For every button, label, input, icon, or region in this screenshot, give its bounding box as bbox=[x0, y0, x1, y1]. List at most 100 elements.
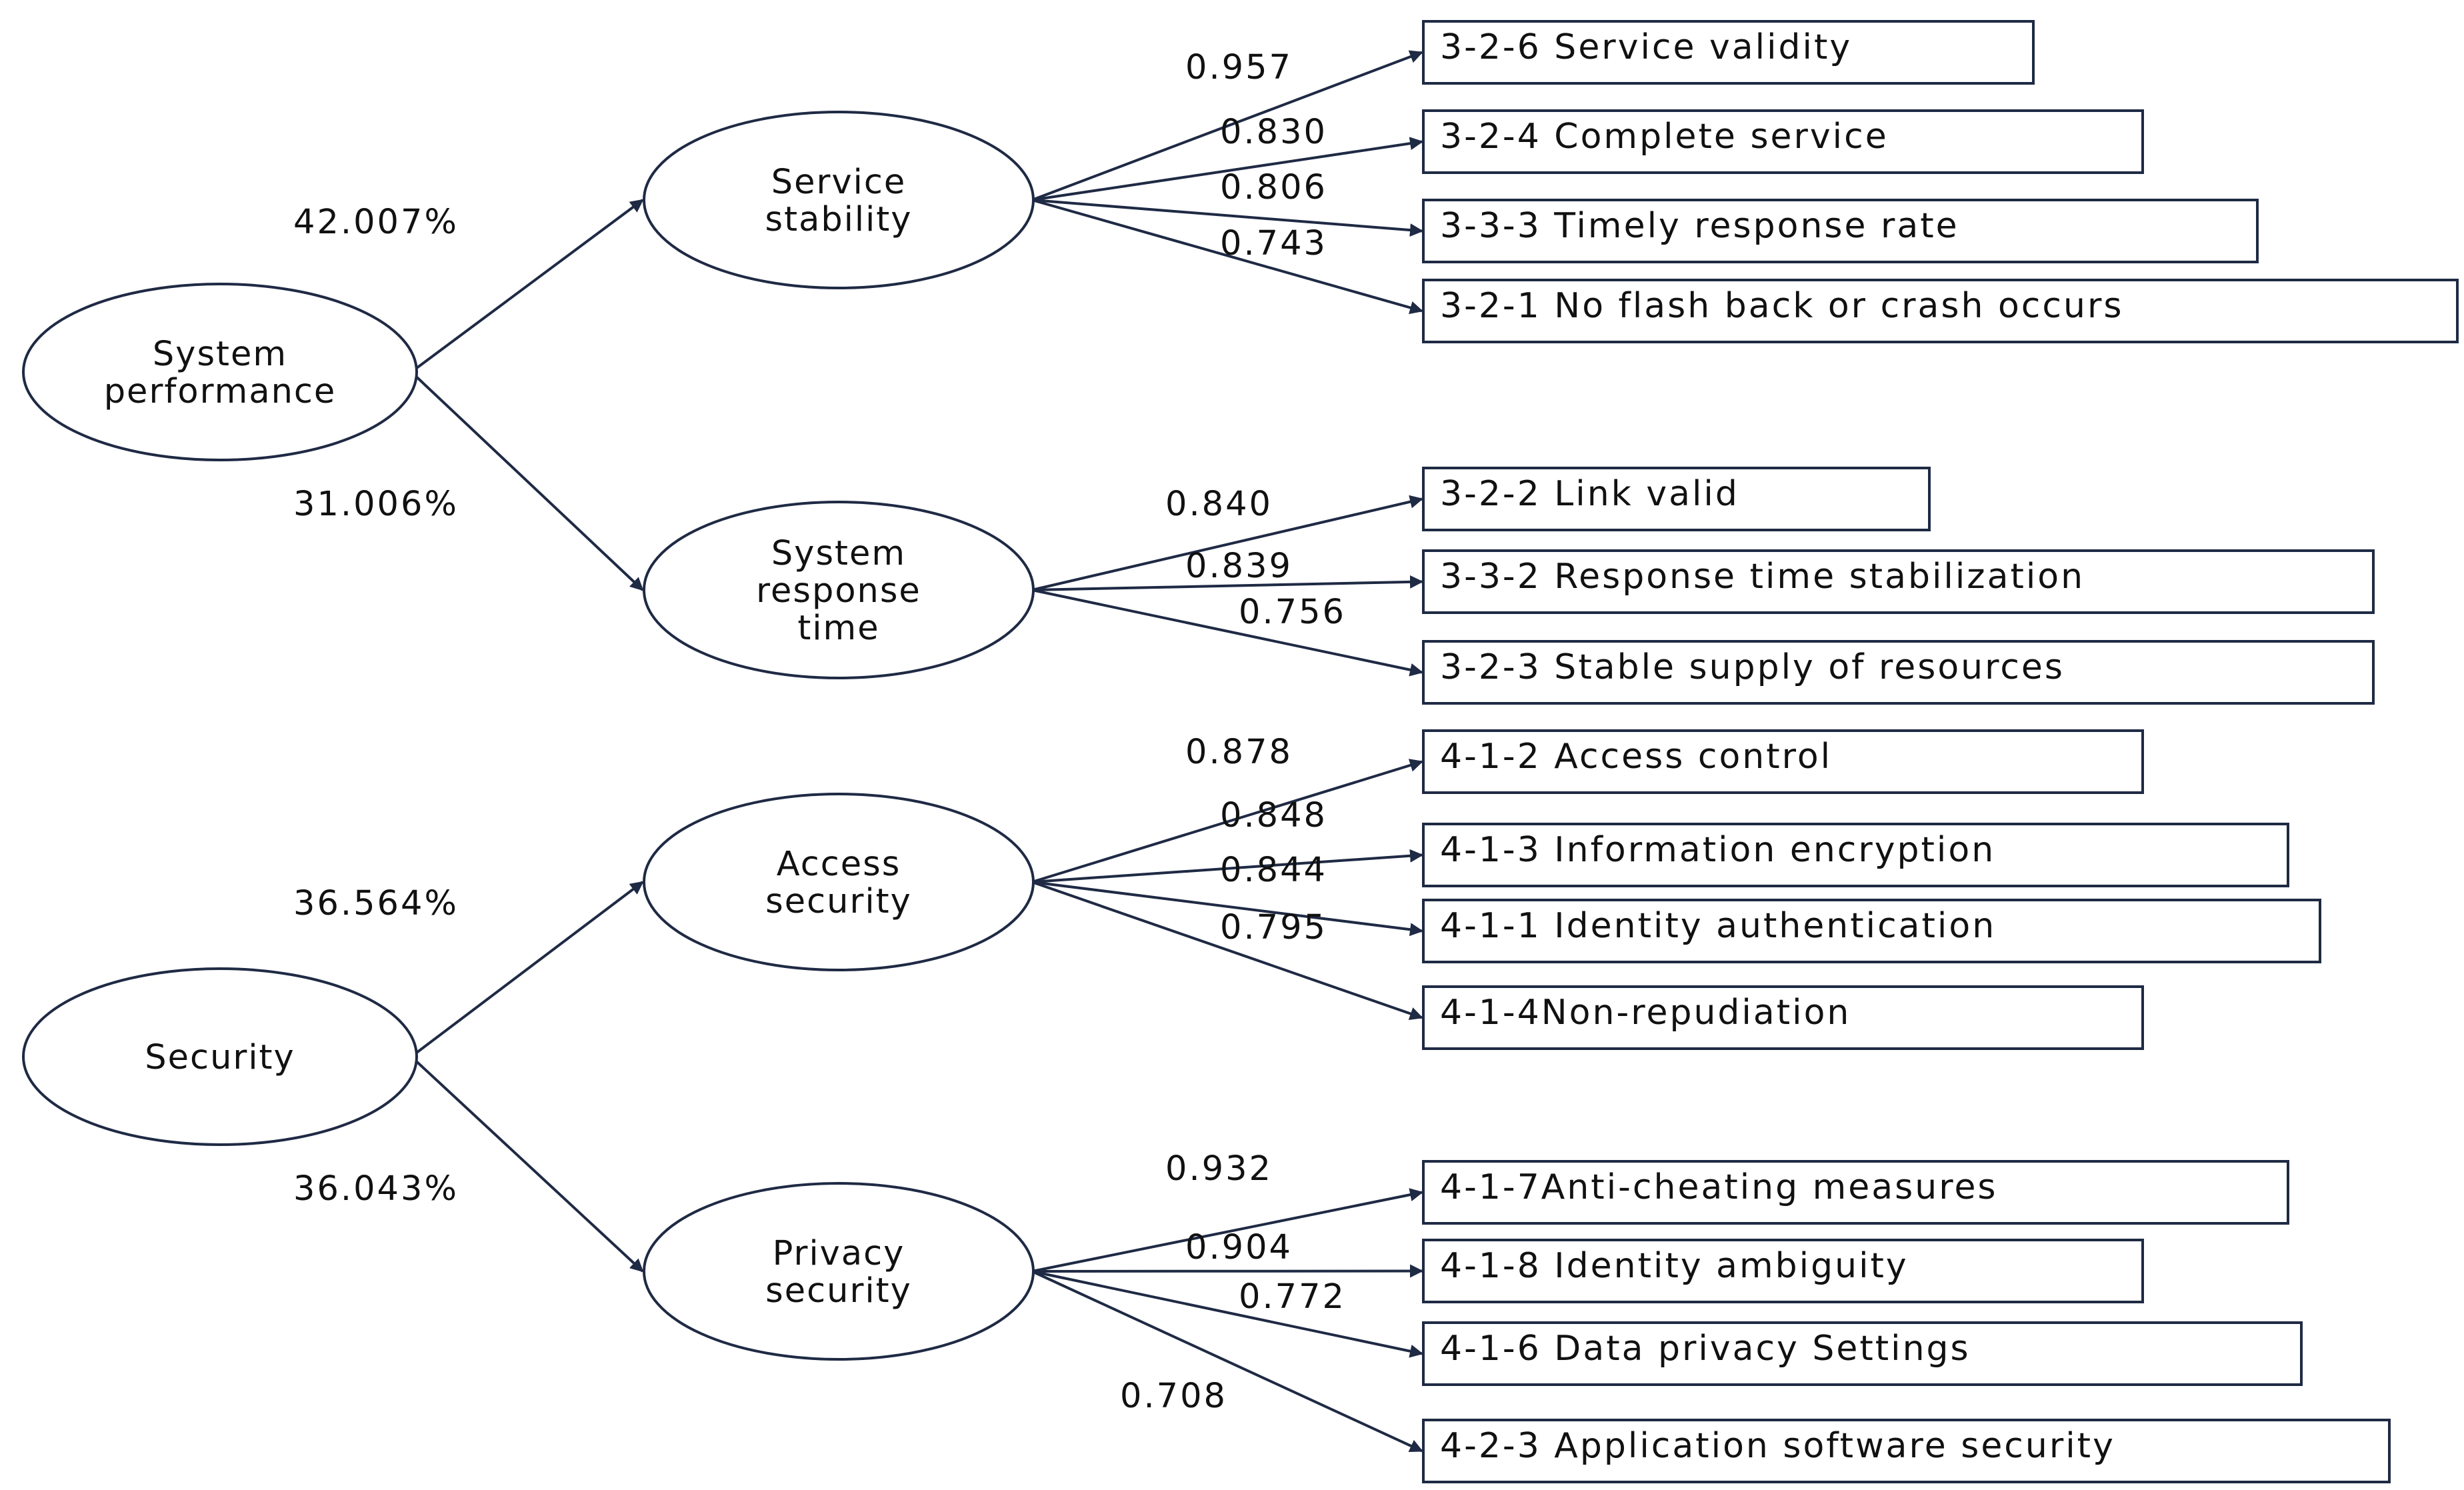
indicator-box-frame bbox=[1422, 20, 2035, 85]
indicator-box-frame bbox=[1422, 549, 2375, 614]
indicator-box-label: 4-1-4Non-repudiation bbox=[1440, 993, 1851, 1033]
indicator-box-label: 3-3-2 Response time stabilization bbox=[1440, 557, 2085, 597]
indicator-box: 4-1-6 Data privacy Settings bbox=[1422, 1321, 2303, 1386]
system-response-time-to-item-arrow bbox=[1031, 575, 1423, 591]
security-to-access-security-arrow bbox=[410, 881, 644, 1058]
system-response-time-node-label-line: response bbox=[756, 571, 921, 611]
indicator-box: 4-1-2 Access control bbox=[1422, 729, 2144, 794]
indicator-box-frame bbox=[1422, 467, 1931, 531]
indicator-box-label: 3-2-4 Complete service bbox=[1440, 117, 1889, 157]
privacy-security-node-label-line: Privacy bbox=[773, 1234, 905, 1273]
privacy-security-to-item-arrow bbox=[1031, 1270, 1423, 1358]
security-node: Security bbox=[22, 967, 418, 1146]
indicator-box: 3-2-4 Complete service bbox=[1422, 109, 2144, 174]
indicator-box-label: 3-3-3 Timely response rate bbox=[1440, 206, 1959, 246]
loading-label: 0.848 bbox=[1220, 796, 1327, 835]
indicator-box-frame bbox=[1422, 1160, 2289, 1225]
service-stability-node-shape bbox=[643, 111, 1035, 289]
privacy-security-weight-label: 36.043% bbox=[293, 1169, 459, 1209]
indicator-box-frame bbox=[1422, 823, 2289, 887]
privacy-security-to-item-arrow bbox=[1031, 1264, 1423, 1278]
loading-label: 0.932 bbox=[1165, 1149, 1273, 1189]
indicator-box: 4-1-1 Identity authentication bbox=[1422, 899, 2321, 963]
loading-label: 0.708 bbox=[1120, 1377, 1227, 1416]
loading-label: 0.830 bbox=[1220, 113, 1327, 152]
access-security-to-item-arrow bbox=[1031, 759, 1423, 883]
indicator-box: 3-2-2 Link valid bbox=[1422, 467, 1931, 531]
loading-label: 0.904 bbox=[1185, 1228, 1293, 1267]
access-security-to-item-arrow bbox=[1031, 849, 1423, 883]
system-response-time-node-label-line: System bbox=[771, 534, 906, 573]
privacy-security-to-item-arrow bbox=[1031, 1188, 1423, 1273]
indicator-box-label: 4-1-6 Data privacy Settings bbox=[1440, 1329, 1971, 1369]
security-to-privacy-security-arrow bbox=[410, 1055, 644, 1273]
indicator-box-frame bbox=[1422, 1321, 2303, 1386]
weight-label-layer: 42.007%0.9570.8300.8060.74331.006%0.8400… bbox=[293, 48, 1346, 1416]
indicator-box: 4-2-3 Application software security bbox=[1422, 1419, 2391, 1483]
indicator-box-frame bbox=[1422, 109, 2144, 174]
system-performance-node-label-line: System bbox=[153, 335, 287, 374]
indicator-box: 3-3-2 Response time stabilization bbox=[1422, 549, 2375, 614]
security-node-label-line: Security bbox=[145, 1038, 295, 1077]
connector-layer bbox=[410, 50, 1423, 1453]
access-security-weight-label: 36.564% bbox=[293, 884, 459, 923]
loading-label: 0.756 bbox=[1239, 593, 1346, 632]
indicator-box-label: 4-2-3 Application software security bbox=[1440, 1426, 2115, 1466]
access-security-node-label-line: security bbox=[765, 882, 912, 921]
indicator-box: 3-2-3 Stable supply of resources bbox=[1422, 640, 2375, 705]
indicator-box-label: 4-1-3 Information encryption bbox=[1440, 830, 1995, 870]
system-response-time-to-item-arrow bbox=[1031, 589, 1423, 677]
indicator-box: 4-1-7Anti-cheating measures bbox=[1422, 1160, 2289, 1225]
indicator-box-frame bbox=[1422, 899, 2321, 963]
loading-label: 0.957 bbox=[1185, 48, 1293, 87]
privacy-security-to-item-arrow bbox=[1031, 1270, 1423, 1453]
indicator-box-frame bbox=[1422, 1239, 2144, 1303]
privacy-security-node-label-line: security bbox=[765, 1271, 912, 1311]
privacy-security-node-shape bbox=[643, 1182, 1035, 1361]
access-security-node-label-line: Access bbox=[777, 845, 901, 884]
loading-label: 0.844 bbox=[1220, 851, 1327, 890]
access-security-to-item-arrow bbox=[1031, 881, 1423, 937]
service-stability-node-label-line: Service bbox=[771, 163, 907, 202]
system-response-time-weight-label: 31.006% bbox=[293, 485, 459, 524]
security-node-shape bbox=[22, 967, 418, 1146]
loading-label: 0.806 bbox=[1220, 168, 1327, 207]
system-response-time-node-shape bbox=[643, 501, 1035, 679]
system-performance-to-system-response-time-arrow bbox=[410, 371, 644, 591]
system-response-time-to-item-arrow bbox=[1031, 495, 1423, 591]
indicator-box-label: 4-1-7Anti-cheating measures bbox=[1440, 1167, 1998, 1207]
indicator-box-frame bbox=[1422, 640, 2375, 705]
indicator-box-label: 3-2-3 Stable supply of resources bbox=[1440, 647, 2065, 687]
indicator-box-label: 4-1-2 Access control bbox=[1440, 737, 1832, 777]
loading-label: 0.743 bbox=[1220, 224, 1327, 263]
service-stability-weight-label: 42.007% bbox=[293, 203, 459, 242]
indicator-box: 4-1-3 Information encryption bbox=[1422, 823, 2289, 887]
loading-label: 0.878 bbox=[1185, 733, 1293, 772]
loading-label: 0.839 bbox=[1185, 547, 1293, 586]
service-stability-node-label-line: stability bbox=[765, 200, 913, 239]
indicator-box: 4-1-8 Identity ambiguity bbox=[1422, 1239, 2144, 1303]
loading-label: 0.772 bbox=[1239, 1277, 1346, 1317]
indicator-box: 3-2-1 No flash back or crash occurs bbox=[1422, 279, 2459, 343]
loading-label: 0.795 bbox=[1220, 908, 1327, 947]
system-response-time-node-label-line: time bbox=[797, 609, 879, 648]
service-stability-to-item-arrow bbox=[1031, 199, 1423, 237]
system-performance-to-service-stability-arrow bbox=[410, 199, 644, 373]
indicator-box-label: 3-2-6 Service validity bbox=[1440, 27, 1852, 67]
indicator-box-frame bbox=[1422, 199, 2259, 263]
service-stability-to-item-arrow bbox=[1031, 50, 1423, 201]
indicator-box-label: 3-2-2 Link valid bbox=[1440, 474, 1739, 514]
service-stability-to-item-arrow bbox=[1031, 137, 1423, 201]
indicator-box-label: 4-1-1 Identity authentication bbox=[1440, 906, 1996, 946]
system-performance-node-shape bbox=[22, 283, 418, 461]
indicator-box: 3-2-6 Service validity bbox=[1422, 20, 2035, 85]
indicator-box-frame bbox=[1422, 985, 2144, 1050]
indicator-box: 4-1-4Non-repudiation bbox=[1422, 985, 2144, 1050]
